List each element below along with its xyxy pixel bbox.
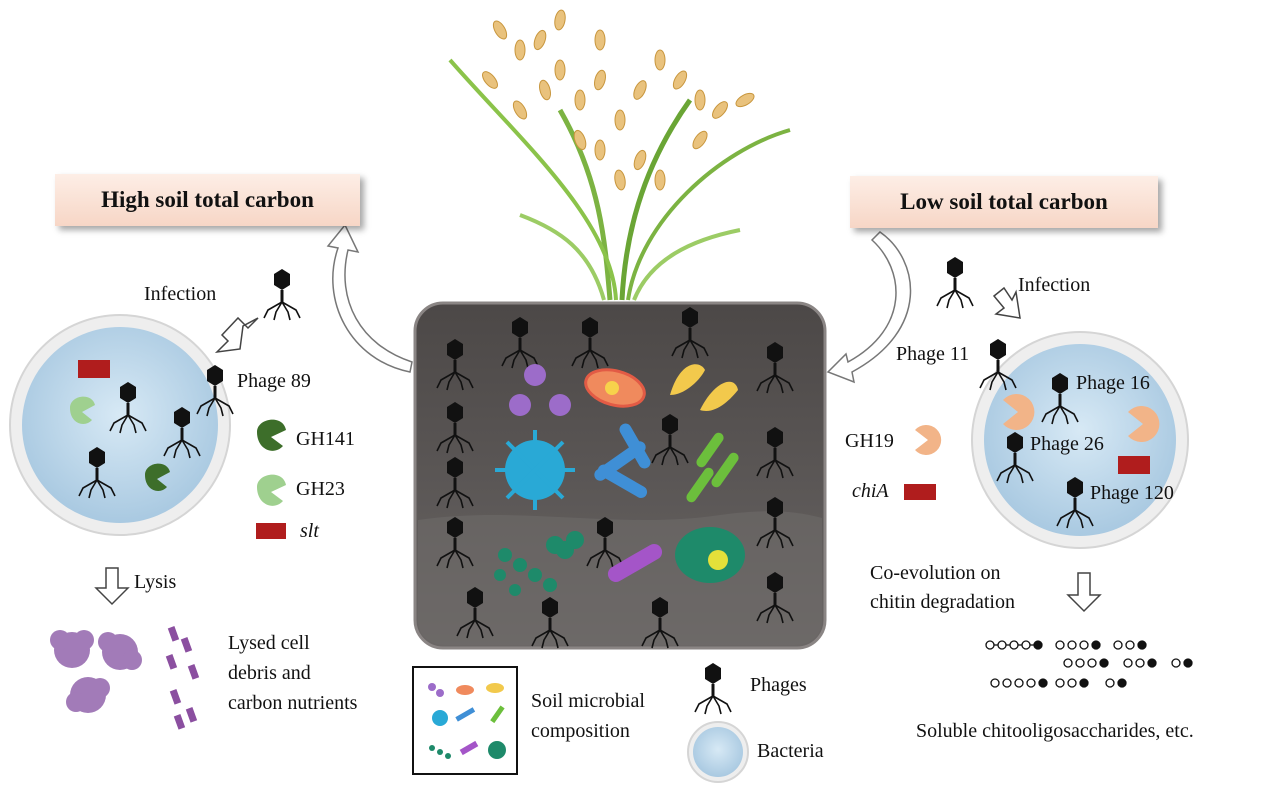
bacteria-cell-left — [9, 314, 235, 536]
soil-microbes-icon — [494, 364, 745, 596]
soil-microbial-composition-legend-icon — [412, 666, 518, 775]
gh19-label: GH19 — [845, 430, 894, 452]
curved-arrow-right — [826, 231, 912, 384]
high-carbon-title: High soil total carbon — [55, 174, 360, 226]
phage-120-label: Phage 120 — [1090, 482, 1174, 504]
infection-phage-left — [262, 267, 302, 322]
infection-label-left: Infection — [144, 283, 217, 305]
slt-gene-in-cell — [78, 360, 110, 378]
debris-line-1: Lysed cell — [228, 632, 310, 654]
phage-11-label: Phage 11 — [896, 343, 970, 365]
rice-plant-icon — [448, 8, 791, 301]
slt-label: slt — [300, 520, 319, 542]
bacteria-legend-icon — [687, 721, 749, 783]
carbon-nutrients-icon — [165, 626, 200, 730]
bacteria-cell-right — [971, 331, 1189, 549]
low-carbon-title: Low soil total carbon — [850, 176, 1158, 228]
coevolution-line-1: Co-evolution on — [870, 562, 1001, 584]
infection-label-right: Infection — [1018, 274, 1091, 296]
slt-icon — [256, 523, 286, 539]
phage-legend-icon — [693, 661, 733, 716]
chitooligosaccharide-chains — [985, 640, 1193, 688]
debris-line-3: carbon nutrients — [228, 692, 358, 714]
infection-arrow-left — [214, 316, 259, 354]
chia-icon — [904, 484, 936, 500]
debris-line-2: debris and — [228, 662, 311, 684]
gh23-label: GH23 — [296, 478, 345, 500]
curved-arrow-left — [326, 223, 413, 373]
soil-composition-line-2: composition — [531, 720, 630, 742]
coevolution-arrow — [1066, 572, 1102, 613]
cell-debris-icon — [50, 630, 142, 713]
coevolution-line-2: chitin degradation — [870, 591, 1015, 613]
gh141-icon — [257, 419, 286, 451]
phage-16-label: Phage 16 — [1076, 372, 1150, 394]
bacteria-legend-label: Bacteria — [757, 740, 824, 762]
gh23-icon — [257, 474, 286, 506]
chitooligosaccharides-label: Soluble chitooligosaccharides, etc. — [916, 720, 1194, 742]
phages-legend-label: Phages — [750, 674, 807, 696]
infection-phage-right — [935, 255, 975, 310]
phage-89-label: Phage 89 — [237, 370, 311, 392]
gh141-label: GH141 — [296, 428, 355, 450]
gh19-icon — [915, 425, 942, 455]
lysis-label: Lysis — [134, 571, 177, 593]
phage-26-label: Phage 26 — [1030, 433, 1104, 455]
soil-composition-line-1: Soil microbial — [531, 690, 645, 712]
lysis-arrow — [94, 567, 130, 606]
chia-label: chiA — [852, 480, 889, 502]
infection-arrow-right — [992, 286, 1021, 319]
